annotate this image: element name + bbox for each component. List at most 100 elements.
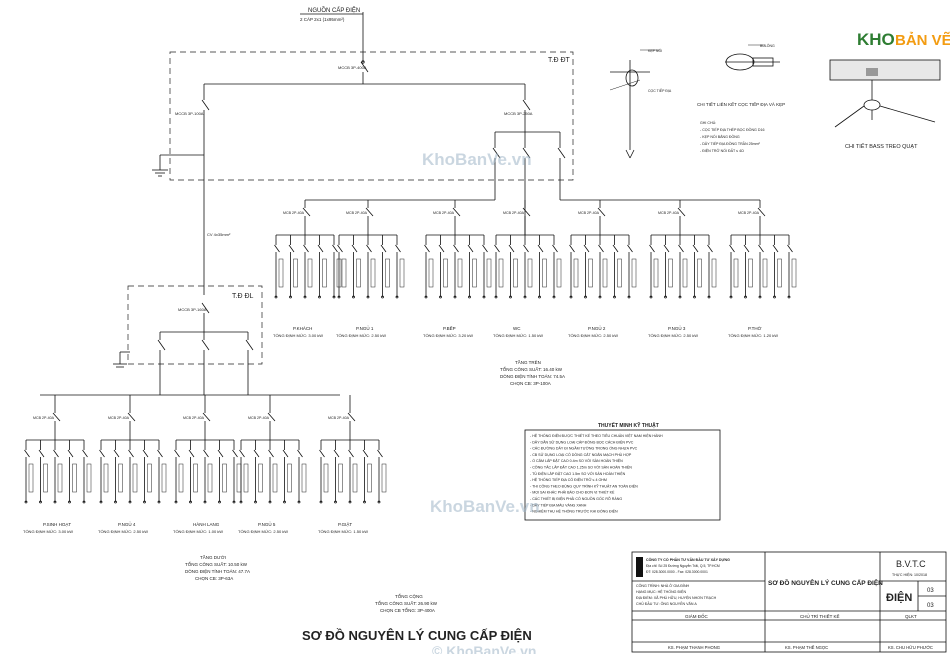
svg-text:ĐT: 028.3000.0000 - Fax: 028.3: ĐT: 028.3000.0000 - Fax: 028.3000.0001 bbox=[646, 570, 708, 574]
svg-text:GIÁM ĐỐC: GIÁM ĐỐC bbox=[685, 613, 709, 619]
upper-group-5-breaker-label: MCB 2P-40A bbox=[578, 211, 600, 215]
detail2-caption: CHI TIẾT BASS TREO QUẠT bbox=[845, 143, 918, 150]
upper-group-7-load: TỔNG ĐỊNH MỨC: 1.20 kW bbox=[728, 333, 778, 338]
sub-main-breaker-label: MCCB 3P-160A bbox=[178, 307, 207, 312]
summary-lower-3: CHỌN CB: 3P-63A bbox=[195, 576, 233, 581]
svg-text:KHO: KHO bbox=[857, 30, 895, 49]
upper-group-2-room: P.NGỦ 1 bbox=[356, 325, 374, 331]
lower-group-3-room: HÀNH LANG bbox=[193, 521, 220, 527]
summary-total-0: TỔNG CỘNG bbox=[395, 593, 423, 599]
upper-group-3-breaker-label: MCB 2P-40A bbox=[433, 211, 455, 215]
upper-group-4-room: WC bbox=[513, 326, 521, 331]
left-branch-label: MCCB 3P-100A bbox=[175, 111, 204, 116]
note-line: - MỌI SAI KHÁC PHẢI BÁO CHO ĐƠN VỊ THIẾT… bbox=[530, 490, 615, 495]
sheet-no: 03 bbox=[927, 588, 934, 594]
upper-group-7: MCB 2P-40A P.THỜ TỔNG ĐỊNH MỨC: 1.20 kW bbox=[728, 200, 797, 338]
lower-group-5-load: TỔNG ĐỊNH MỨC: 1.50 kW bbox=[318, 529, 368, 534]
upper-group-1-load: TỔNG ĐỊNH MỨC: 3.00 kW bbox=[273, 333, 323, 338]
note-line: - DÂY TIẾP ĐỊA MÀU VÀNG XANH bbox=[530, 502, 587, 507]
upper-group-4-breaker-label: MCB 2P-40A bbox=[503, 211, 525, 215]
watermark-1: KhoBanVe.vn bbox=[422, 150, 532, 169]
lower-group-4-breaker-label: MCB 2P-40A bbox=[248, 416, 270, 420]
svg-text:GHI CHÚ:: GHI CHÚ: bbox=[700, 120, 716, 125]
detail-grounding: KẸP NỐI CỌC TIẾP ĐỊA bbox=[609, 48, 672, 159]
upper-group-7-breaker-label: MCB 2P-40A bbox=[738, 211, 760, 215]
svg-text:Địa chỉ: Số 25 Đường Nguyễn Tr: Địa chỉ: Số 25 Đường Nguyễn Trãi, Q.5, T… bbox=[646, 563, 720, 568]
upper-group-4-load: TỔNG ĐỊNH MỨC: 1.50 kW bbox=[493, 333, 543, 338]
svg-text:KS. PHẠM THẾ NGỌC: KS. PHẠM THẾ NGỌC bbox=[785, 645, 828, 650]
summary-total-1: TỔNG CÔNG SUẤT: 26.90 kW bbox=[375, 600, 438, 606]
power-source: NGUỒN CẤP ĐIỆN 2 CÁP 2x1 (1x95mm²) bbox=[300, 6, 364, 56]
upper-group-6-room: P.NGỦ 3 bbox=[668, 325, 686, 331]
upper-group-7-room: P.THỜ bbox=[748, 325, 762, 331]
lower-group-3-load: TỔNG ĐỊNH MỨC: 1.00 kW bbox=[173, 529, 223, 534]
summary-lower-2: DÒNG ĐIỆN TÍNH TOÁN: 47.7A bbox=[185, 567, 250, 574]
sheet-total: 03 bbox=[927, 603, 934, 609]
lower-group-4-load: TỔNG ĐỊNH MỨC: 2.50 kW bbox=[238, 529, 288, 534]
sub-panel-box bbox=[127, 285, 263, 365]
lower-group-4: MCB 2P-40A P.NGỦ 5 TỔNG ĐỊNH MỨC: 2.50 kW bbox=[238, 405, 307, 534]
lower-group-2-load: TỔNG ĐỊNH MỨC: 2.50 kW bbox=[98, 529, 148, 534]
summary-upper-3: CHỌN CB: 3P-100A bbox=[510, 381, 551, 386]
main-breaker: MCCB 3P-400A bbox=[338, 56, 369, 84]
svg-text:ĐỊA ĐIỂM: XÃ PHÚ HỮU, HUYỆN NH: ĐỊA ĐIỂM: XÃ PHÚ HỮU, HUYỆN NHƠN TRẠCH bbox=[636, 595, 717, 600]
lower-group-2-room: P.NGỦ 4 bbox=[118, 521, 136, 527]
technical-notes: THUYẾT MINH KỸ THUẬT bbox=[524, 422, 721, 521]
svg-text:KS. CHU HỮU PHƯỚC: KS. CHU HỮU PHƯỚC bbox=[888, 645, 933, 650]
note-line: - THI CÔNG THEO ĐÚNG QUY TRÌNH KỸ THUẬT … bbox=[530, 483, 638, 488]
svg-text:BULÔNG: BULÔNG bbox=[760, 43, 775, 48]
svg-text:QLKT: QLKT bbox=[905, 614, 917, 619]
upper-group-4: MCB 2P-40A WC TỔNG ĐỊNH MỨC: 1.50 kW bbox=[493, 200, 562, 338]
upper-group-2-breaker-label: MCB 2P-40A bbox=[346, 211, 368, 215]
svg-text:CÔNG TRÌNH: NHÀ Ở GIA ĐÌNH: CÔNG TRÌNH: NHÀ Ở GIA ĐÌNH bbox=[636, 583, 690, 588]
sub-panel-label: T.Đ ĐL bbox=[232, 293, 254, 300]
left-branch: MCCB 3P-100A CV 4x35mm² bbox=[152, 84, 231, 295]
lower-group-3-breaker-label: MCB 2P-40A bbox=[183, 416, 205, 420]
detail-clamp: BULÔNG bbox=[725, 43, 780, 71]
main-panel-box bbox=[169, 51, 574, 181]
svg-text:CÔNG TY CỔ PHẦN TƯ VẤN ĐẦU TƯ: CÔNG TY CỔ PHẦN TƯ VẤN ĐẦU TƯ XÂY DỰNG bbox=[646, 557, 730, 562]
svg-text:CHỦ TRÌ THIẾT KẾ: CHỦ TRÌ THIẾT KẾ bbox=[800, 613, 840, 619]
svg-text:- CỌC TIẾP ĐỊA THÉP BỌC ĐỒNG D: - CỌC TIẾP ĐỊA THÉP BỌC ĐỒNG D16 bbox=[700, 127, 764, 132]
summary-total-2: CHỌN CB TỔNG: 3P-400A bbox=[380, 607, 435, 613]
source-cable: 2 CÁP 2x1 (1x95mm²) bbox=[300, 16, 345, 22]
upper-group-2-load: TỔNG ĐỊNH MỨC: 2.50 kW bbox=[336, 333, 386, 338]
upper-group-6: MCB 2P-40A P.NGỦ 3 TỔNG ĐỊNH MỨC: 2.50 kW bbox=[648, 200, 717, 338]
note-line: - CÁC ĐƯỜNG DÂY ĐI NGẦM TƯỜNG TRONG ỐNG … bbox=[530, 446, 638, 451]
lower-group-3: MCB 2P-40A HÀNH LANG TỔNG ĐỊNH MỨC: 1.00 k… bbox=[173, 405, 242, 534]
svg-text:BẢN VẼ: BẢN VẼ bbox=[895, 31, 950, 49]
note-line: - DÂY DẪN SỬ DỤNG LOẠI CÁP ĐỒNG BỌC CÁCH… bbox=[530, 439, 634, 444]
lower-group-1-load: TỔNG ĐỊNH MỨC: 3.00 kW bbox=[23, 529, 73, 534]
svg-text:- KẸP NỐI BẰNG ĐỒNG: - KẸP NỐI BẰNG ĐỒNG bbox=[700, 134, 740, 139]
main-breaker-label: MCCB 3P-400A bbox=[338, 65, 367, 70]
upper-group-6-breaker-label: MCB 2P-40A bbox=[658, 211, 680, 215]
main-panel-label: T.Đ ĐT bbox=[548, 57, 571, 64]
stage-label: B.V.T.C bbox=[896, 559, 926, 569]
note-line: - TỦ ĐIỆN LẮP ĐẶT CAO 1.5m SO VỚI SÀN HO… bbox=[530, 471, 626, 476]
note-line: - CÔNG TẮC LẮP ĐẶT CAO 1.25m SO VỚI SÀN … bbox=[530, 465, 632, 470]
detail1-notes: GHI CHÚ: - CỌC TIẾP ĐỊA THÉP BỌC ĐỒNG D1… bbox=[700, 120, 764, 153]
upper-group-5-load: TỔNG ĐỊNH MỨC: 2.50 kW bbox=[568, 333, 618, 338]
lower-group-4-room: P.NGỦ 5 bbox=[258, 521, 276, 527]
right-branch: MCCB 3P-250A bbox=[492, 84, 566, 235]
note-line: - CB SỬ DỤNG LOẠI CÓ DÒNG CẮT NGẮN MẠCH … bbox=[530, 452, 632, 457]
lower-feeder-groups: MCB 2P-40A P.SINH HOẠT TỔNG ĐỊNH MỨC: 3.00… bbox=[23, 395, 387, 534]
lower-group-1-room: P.SINH HOẠT bbox=[43, 522, 71, 527]
svg-text:- DÂY TIẾP ĐỊA ĐỒNG TRẦN 25mm²: - DÂY TIẾP ĐỊA ĐỒNG TRẦN 25mm² bbox=[700, 141, 761, 146]
upper-group-6-load: TỔNG ĐỊNH MỨC: 2.50 kW bbox=[648, 333, 698, 338]
summary-upper-0: TẦNG TRÊN bbox=[515, 358, 541, 365]
svg-text:- ĐIỆN TRỞ NỐI ĐẤT ≤ 4Ω: - ĐIỆN TRỞ NỐI ĐẤT ≤ 4Ω bbox=[700, 148, 744, 153]
summary-lower-0: TẦNG DƯỚI bbox=[200, 554, 226, 560]
upper-group-1-breaker-label: MCB 2P-40A bbox=[283, 211, 305, 215]
svg-text:CỌC TIẾP ĐỊA: CỌC TIẾP ĐỊA bbox=[648, 88, 672, 93]
source-title: NGUỒN CẤP ĐIỆN bbox=[308, 6, 360, 14]
svg-text:HẠNG MỤC: HỆ THỐNG ĐIỆN: HẠNG MỤC: HỆ THỐNG ĐIỆN bbox=[636, 589, 686, 594]
upper-group-2: MCB 2P-40A P.NGỦ 1 TỔNG ĐỊNH MỨC: 2.50 kW bbox=[336, 200, 405, 338]
